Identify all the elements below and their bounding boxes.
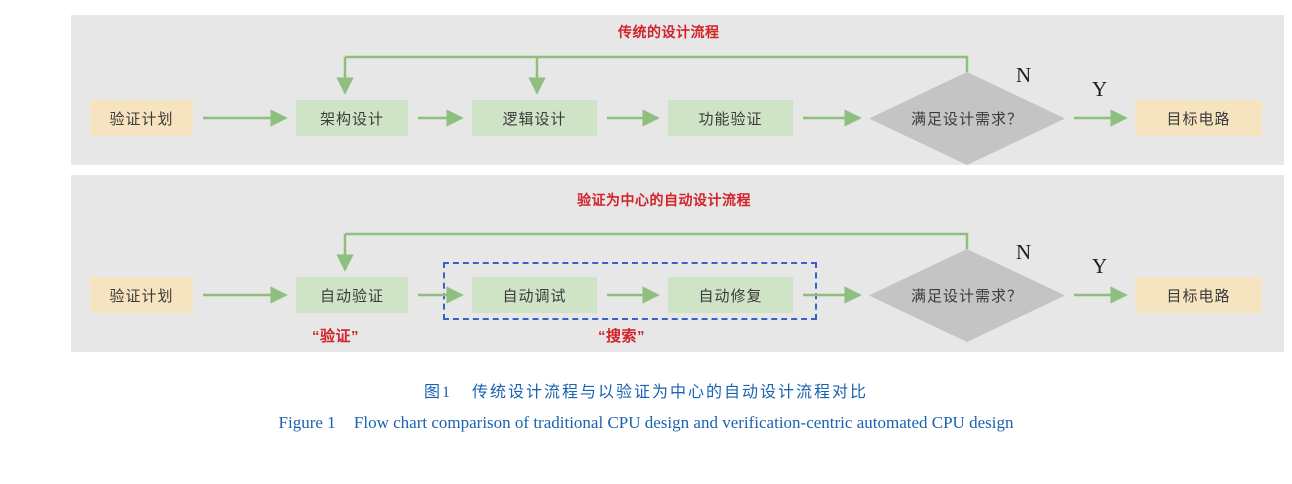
row2-note-verify: “验证” — [312, 328, 360, 345]
row1-decision-label: 满足设计需求？ — [910, 111, 1023, 128]
figure-caption-english-text: Flow chart comparison of traditional CPU… — [353, 413, 1014, 432]
row2-node-auto-debug-label: 自动调试 — [502, 287, 567, 305]
row1-branch-no-label: N — [1016, 63, 1032, 87]
row1-node-plan[interactable]: 验证计划 — [90, 100, 193, 136]
row2-branch-no-label: N — [1016, 240, 1032, 264]
row2-note-search: “搜索” — [598, 328, 646, 345]
figure-caption-chinese: 图1 传统设计流程与以验证为中心的自动设计流程对比 — [0, 378, 1292, 402]
row2-search-group-box — [443, 262, 817, 320]
figure-caption-english-label: Figure 1 — [278, 413, 336, 432]
row2-node-auto-repair-label: 自动修复 — [698, 287, 763, 305]
row2-node-auto-repair[interactable]: 自动修复 — [668, 277, 793, 313]
row2-node-plan-label: 验证计划 — [109, 287, 174, 305]
row2-decision-label: 满足设计需求？ — [910, 288, 1023, 305]
row1-node-plan-label: 验证计划 — [109, 110, 174, 128]
row2-branch-yes-label: Y — [1092, 254, 1108, 278]
row1-node-logic[interactable]: 逻辑设计 — [472, 100, 597, 136]
row1-node-function-verification-label: 功能验证 — [698, 110, 763, 128]
row1-decision-diamond[interactable]: 满足设计需求？ — [869, 72, 1065, 165]
figure-caption-chinese-label: 图1 — [423, 384, 452, 401]
row1-node-logic-label: 逻辑设计 — [502, 110, 567, 128]
flow-panel-traditional — [71, 15, 1284, 165]
row1-node-arch[interactable]: 架构设计 — [296, 100, 408, 136]
row1-node-target-circuit[interactable]: 目标电路 — [1135, 100, 1262, 136]
row2-node-target-circuit[interactable]: 目标电路 — [1135, 277, 1262, 313]
row1-decision-diamond-shape — [869, 72, 1065, 165]
row2-title: 验证为中心的自动设计流程 — [577, 192, 751, 208]
row2-node-plan[interactable]: 验证计划 — [90, 277, 193, 313]
row1-branch-yes-label: Y — [1092, 77, 1108, 101]
row1-node-target-circuit-label: 目标电路 — [1166, 110, 1231, 128]
row1-node-function-verification[interactable]: 功能验证 — [668, 100, 793, 136]
row2-decision-diamond-shape — [869, 249, 1065, 342]
figure-caption-english: Figure 1 Flow chart comparison of tradit… — [0, 413, 1292, 433]
row2-node-auto-verification[interactable]: 自动验证 — [296, 277, 408, 313]
row1-node-arch-label: 架构设计 — [319, 110, 384, 128]
row2-node-auto-verification-label: 自动验证 — [319, 287, 384, 305]
row2-node-target-circuit-label: 目标电路 — [1166, 287, 1231, 305]
figure-caption-chinese-text: 传统设计流程与以验证为中心的自动设计流程对比 — [472, 384, 869, 401]
row2-node-auto-debug[interactable]: 自动调试 — [472, 277, 597, 313]
row2-decision-diamond[interactable]: 满足设计需求？ — [869, 249, 1065, 342]
row1-title: 传统的设计流程 — [618, 24, 720, 40]
